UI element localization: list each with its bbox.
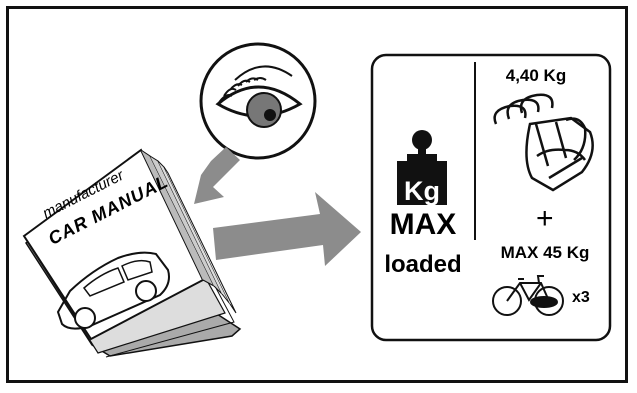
arrow-icon [194, 147, 240, 204]
max-label: MAX [383, 208, 463, 242]
arrow-icon [213, 192, 361, 266]
weight-icon-label: Kg [397, 176, 447, 207]
max-load: MAX 45 Kg [479, 243, 611, 263]
rack-weight: 4,40 Kg [476, 66, 596, 86]
plus-sign: + [536, 202, 554, 236]
bike-count: x3 [572, 289, 590, 307]
loaded-label: loaded [381, 251, 465, 279]
eye-icon [201, 44, 315, 158]
